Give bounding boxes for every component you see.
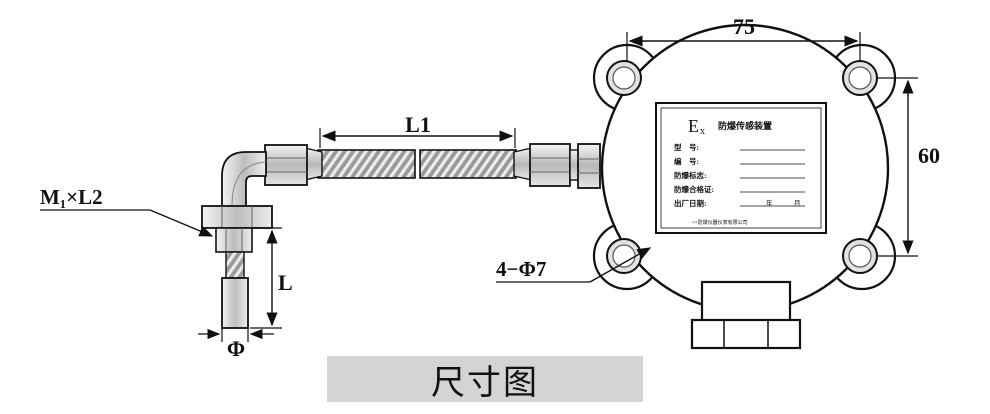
bottom-gland-nut (690, 318, 802, 350)
caption-title: 尺寸图 (431, 362, 539, 403)
mounting-hole-icon (606, 60, 642, 96)
date-month: 月 (794, 199, 801, 207)
holes-label: 4−Φ7 (496, 257, 546, 281)
mounting-hole-icon (842, 60, 878, 96)
probe-length-label: L (278, 270, 293, 295)
elbow-fitting (221, 151, 267, 209)
dimension-thread: M₁×L2 (40, 185, 214, 237)
temperature-probe (201, 205, 273, 329)
right-hose-nut (529, 143, 571, 187)
thread-label: M₁×L2 (40, 185, 103, 209)
probe-sheath (221, 277, 249, 329)
dimension-probe-length: L (250, 227, 293, 329)
dimension-width: 75 (626, 14, 861, 62)
field-model: 型 号: (674, 142, 699, 152)
field-certificate: 防爆合格证: (674, 184, 714, 194)
diameter-label: Φ (227, 336, 245, 361)
field-number: 编 号: (674, 156, 699, 166)
hose-assembly (221, 143, 601, 209)
ex-mark: E (688, 116, 699, 136)
braided-hose-right (419, 149, 517, 179)
nameplate: E x 防爆传感装置 型 号: 编 号: 防爆标志: 防爆合格证: 出厂日期: … (655, 102, 827, 234)
nameplate-title: 防爆传感装置 (718, 120, 772, 131)
mounting-hole-icon (606, 238, 642, 274)
width-label: 75 (733, 14, 755, 39)
caption-bar: 尺寸图 (327, 356, 643, 403)
left-hose-nut (264, 144, 308, 186)
dimension-diameter: Φ (198, 328, 274, 361)
mounting-hole-icon (842, 238, 878, 274)
field-date: 出厂日期: (674, 198, 707, 208)
housing-gland-nut (577, 143, 601, 189)
braided-hose-left (317, 149, 416, 179)
height-label: 60 (918, 143, 940, 168)
bottom-gland-neck (700, 280, 792, 324)
probe-hex-nut (201, 205, 273, 229)
probe-thread (225, 251, 245, 279)
dimension-height: 60 (878, 77, 940, 257)
field-ex-mark: 防爆标志: (674, 170, 707, 180)
maker-name: ××防爆仪器仪表有限公司 (692, 219, 748, 226)
probe-hex-body (215, 227, 253, 253)
ex-mark-subscript: x (700, 126, 705, 137)
hose-length-label: L1 (405, 112, 431, 137)
date-year: 年 (766, 198, 773, 207)
dimension-holes: 4−Φ7 (496, 247, 652, 283)
dimension-hose-length: L1 (319, 112, 516, 148)
